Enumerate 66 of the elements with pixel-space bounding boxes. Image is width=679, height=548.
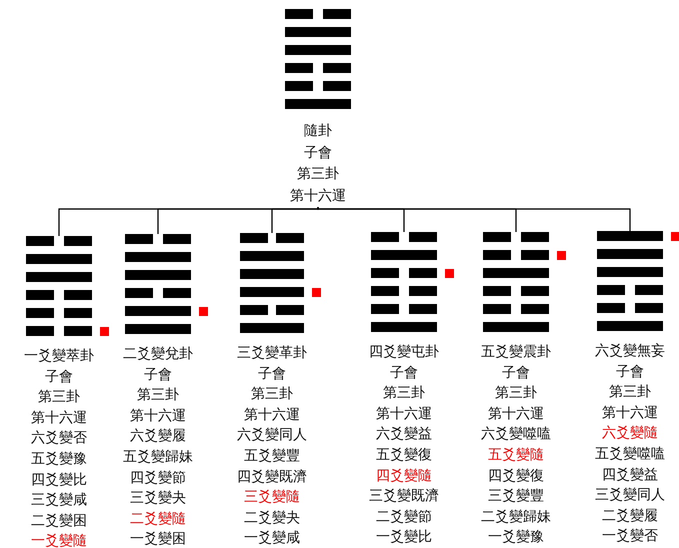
hexagram-text: 四爻變節 bbox=[130, 468, 186, 488]
hexagram-text: 六爻變履 bbox=[130, 427, 186, 446]
hexagram-text: 五爻變豫 bbox=[31, 450, 87, 469]
hexagram-text: 隨卦 bbox=[304, 122, 332, 141]
hexagram-text: 二爻變兌卦 bbox=[123, 345, 193, 364]
hexagram-text: 第三卦 bbox=[137, 386, 179, 406]
hexagram-text: 六爻變益 bbox=[376, 425, 432, 444]
hexagram-text: 第三卦 bbox=[495, 384, 537, 404]
hexagram-text: 四爻變屯卦 bbox=[369, 343, 439, 362]
hexagram-text: 四爻變比 bbox=[31, 470, 87, 490]
hexagram-text: 五爻變豐 bbox=[244, 446, 300, 466]
hexagram-text: 第十六運 bbox=[602, 404, 658, 423]
hexagram-text: 四爻變隨 bbox=[376, 466, 432, 486]
hexagram-text: 三爻變隨 bbox=[244, 488, 300, 508]
hexagram-text: 二爻變困 bbox=[31, 512, 87, 531]
hexagram-text: 五爻變復 bbox=[376, 446, 432, 465]
hexagram-text: 一爻變隨 bbox=[31, 532, 87, 548]
hexagram-text: 一爻變萃卦 bbox=[24, 347, 94, 366]
hexagram-text: 六爻變無妄 bbox=[595, 342, 665, 361]
hexagram-text: 三爻變咸 bbox=[31, 491, 87, 510]
hexagram-text: 子會 bbox=[502, 364, 530, 383]
hexagram-text: 子會 bbox=[258, 364, 286, 384]
hexagram-text: 五爻變隨 bbox=[488, 446, 544, 465]
hexagram-text: 第十六運 bbox=[130, 406, 186, 426]
hexagram-text: 六爻變噬嗑 bbox=[481, 425, 551, 444]
hexagram-text: 一爻變豫 bbox=[488, 528, 544, 548]
hexagram-text: 五爻變噬嗑 bbox=[595, 444, 665, 464]
hexagram-text: 第十六運 bbox=[488, 404, 544, 424]
hexagram-text: 一爻變比 bbox=[376, 528, 432, 548]
hexagram-text: 二爻變履 bbox=[602, 506, 658, 526]
hexagram-text: 二爻變節 bbox=[376, 508, 432, 527]
hexagram-text: 六爻變否 bbox=[31, 429, 87, 448]
hexagram-text: 二爻變歸妹 bbox=[481, 508, 551, 527]
hexagram-text: 三爻變既濟 bbox=[369, 487, 439, 506]
hexagram-text: 一爻變否 bbox=[602, 527, 658, 546]
hexagram-text: 三爻變同人 bbox=[595, 486, 665, 506]
hexagram-text: 二爻變夬 bbox=[244, 508, 300, 528]
hexagram-text: 第三卦 bbox=[609, 383, 651, 402]
hexagram-text: 子會 bbox=[144, 366, 172, 385]
connector-line bbox=[317, 206, 631, 231]
hexagram-text: 第十六運 bbox=[244, 406, 300, 425]
hexagram-text: 子會 bbox=[45, 368, 73, 387]
hexagram-text: 三爻變豐 bbox=[488, 487, 544, 506]
hexagram-text: 第十六運 bbox=[31, 408, 87, 428]
hexagram-text: 一爻變困 bbox=[130, 530, 186, 548]
hexagram-text: 三爻變夬 bbox=[130, 489, 186, 508]
hexagram-text: 子會 bbox=[616, 362, 644, 382]
hexagram-text: 第三卦 bbox=[297, 165, 339, 184]
hexagram-text: 六爻變同人 bbox=[237, 426, 307, 446]
hexagram-text: 子會 bbox=[304, 144, 332, 162]
hexagram-text: 四爻變復 bbox=[488, 466, 544, 486]
hexagram-text: 一爻變咸 bbox=[244, 529, 300, 548]
hexagram-text: 第三卦 bbox=[251, 385, 293, 404]
hexagram-text: 五爻變震卦 bbox=[481, 343, 551, 362]
hexagram-text: 第十六運 bbox=[290, 186, 346, 206]
hexagram-text: 五爻變歸妹 bbox=[123, 448, 193, 467]
hexagram-text: 第三卦 bbox=[383, 384, 425, 404]
hexagram-text: 子會 bbox=[390, 364, 418, 383]
hexagram-text: 二爻變隨 bbox=[130, 510, 186, 529]
hexagram-text: 第三卦 bbox=[38, 388, 80, 408]
hexagram-text: 四爻變益 bbox=[602, 466, 658, 485]
connector-line bbox=[271, 207, 319, 233]
hexagram-text: 四爻變既濟 bbox=[237, 468, 307, 487]
hexagram-text: 三爻變革卦 bbox=[237, 344, 307, 363]
hexagram-text: 六爻變隨 bbox=[602, 424, 658, 444]
hexagram-text: 第十六運 bbox=[376, 404, 432, 424]
